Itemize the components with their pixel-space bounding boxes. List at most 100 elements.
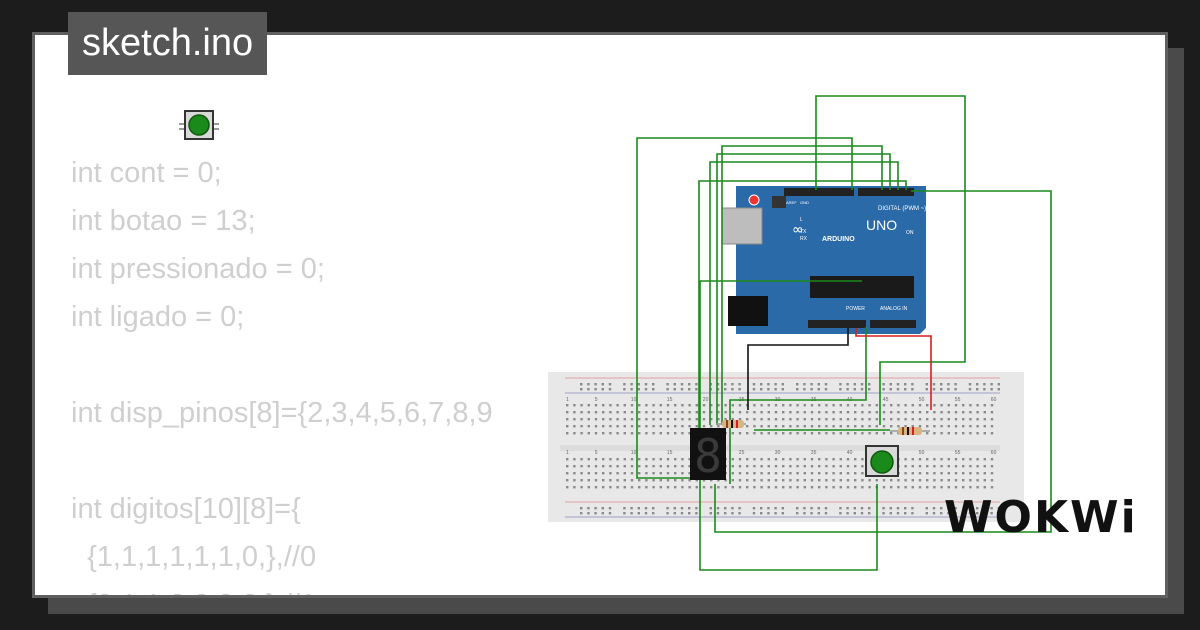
breadboard-hole xyxy=(911,465,914,468)
breadboard-hole xyxy=(983,425,986,428)
breadboard-rail-hole xyxy=(781,383,784,386)
breadboard-hole xyxy=(926,432,929,435)
breadboard-hole xyxy=(580,404,583,407)
breadboard-hole xyxy=(803,432,806,435)
breadboard-rail-hole xyxy=(767,383,770,386)
breadboard-hole xyxy=(630,472,634,475)
breadboard-hole xyxy=(962,472,965,475)
breadboard-hole xyxy=(825,432,828,435)
breadboard-rail-hole xyxy=(868,388,871,391)
breadboard-rail-hole xyxy=(760,383,763,386)
breadboard-hole xyxy=(976,404,979,407)
breadboard-rail-hole xyxy=(688,383,691,386)
breadboard-rail-hole xyxy=(652,512,655,515)
breadboard-hole xyxy=(810,472,814,475)
reset-button[interactable] xyxy=(748,194,760,206)
breadboard-hole xyxy=(983,432,986,435)
breadboard-hole xyxy=(933,479,936,482)
pushbutton[interactable] xyxy=(865,445,899,477)
breadboard-rail-hole xyxy=(731,507,734,510)
breadboard-hole xyxy=(623,486,626,489)
breadboard-hole xyxy=(861,425,864,428)
breadboard-hole xyxy=(630,432,634,435)
breadboard-hole xyxy=(623,425,626,428)
maker-label: ARDUINO xyxy=(822,236,855,243)
breadboard-hole xyxy=(810,425,814,428)
resistor-1[interactable] xyxy=(716,420,746,428)
breadboard-hole xyxy=(580,479,583,482)
breadboard-hole xyxy=(616,418,619,421)
breadboard-hole xyxy=(854,411,857,414)
resistor-2[interactable] xyxy=(890,427,930,435)
breadboard-hole xyxy=(594,418,598,421)
breadboard-rail-hole xyxy=(889,512,892,515)
breadboard-rail-hole xyxy=(724,388,727,391)
breadboard-hole xyxy=(652,404,655,407)
breadboard-rail-hole xyxy=(976,388,979,391)
breadboard-hole xyxy=(796,465,799,468)
breadboard-rail-hole xyxy=(882,383,885,386)
breadboard-hole xyxy=(746,411,749,414)
breadboard-hole xyxy=(846,472,850,475)
breadboard-hole xyxy=(587,418,590,421)
breadboard-rail-hole xyxy=(932,507,936,510)
breadboard-hole xyxy=(681,404,684,407)
breadboard-rail-hole xyxy=(644,388,648,391)
breadboard-hole xyxy=(976,418,979,421)
breadboard-hole xyxy=(990,479,994,482)
breadboard-hole xyxy=(825,479,828,482)
breadboard-hole xyxy=(695,418,698,421)
breadboard-hole xyxy=(854,486,857,489)
breadboard-hole xyxy=(645,465,648,468)
breadboard-rail-hole xyxy=(767,512,770,515)
breadboard-rail-hole xyxy=(652,388,655,391)
breadboard-hole xyxy=(724,479,727,482)
breadboard-hole xyxy=(645,486,648,489)
wire-black xyxy=(747,328,849,410)
breadboard-rail-hole xyxy=(716,383,720,386)
breadboard-hole xyxy=(609,418,612,421)
wire-green xyxy=(636,137,853,479)
arduino-uno-board[interactable]: DIGITAL (PWM ~) ∞ ARDUINO UNO TX RX L ON… xyxy=(721,186,926,334)
breadboard-hole xyxy=(947,425,950,428)
breadboard-hole xyxy=(623,472,626,475)
breadboard-hole xyxy=(810,432,814,435)
breadboard-hole xyxy=(681,472,684,475)
breadboard-hole xyxy=(652,432,655,435)
breadboard-hole xyxy=(580,486,583,489)
breadboard-hole xyxy=(630,404,634,407)
breadboard-hole xyxy=(933,418,936,421)
breadboard-hole xyxy=(868,425,871,428)
breadboard-rail-hole xyxy=(896,507,900,510)
breadboard-hole xyxy=(882,479,886,482)
breadboard-hole xyxy=(594,404,598,407)
breadboard-hole xyxy=(695,411,698,414)
breadboard-hole xyxy=(652,465,655,468)
breadboard-hole xyxy=(818,458,821,461)
breadboard-hole xyxy=(954,411,958,414)
breadboard-hole xyxy=(666,479,670,482)
breadboard-column-number: 15 xyxy=(667,450,673,456)
breadboard-hole xyxy=(911,472,914,475)
breadboard-hole xyxy=(875,432,878,435)
rx-label: RX xyxy=(800,236,808,242)
breadboard-hole xyxy=(738,479,742,482)
breadboard-hole xyxy=(904,418,907,421)
breadboard-hole xyxy=(904,465,907,468)
breadboard-hole xyxy=(940,404,943,407)
file-name-tag[interactable]: sketch.ino xyxy=(68,12,268,75)
seven-segment-display[interactable]: 8 xyxy=(690,428,726,483)
breadboard-hole xyxy=(767,432,770,435)
breadboard-hole xyxy=(890,479,893,482)
code-line: int disp_pinos[8]={2,3,4,5,6,7,8,9 xyxy=(71,397,493,429)
breadboard-hole xyxy=(652,411,655,414)
breadboard-hole xyxy=(839,465,842,468)
breadboard-hole xyxy=(580,432,583,435)
breadboard-hole xyxy=(753,465,756,468)
breadboard-hole xyxy=(717,418,720,421)
breadboard-hole xyxy=(890,411,893,414)
breadboard-hole xyxy=(832,432,835,435)
breadboard-hole xyxy=(573,418,576,421)
breadboard-hole xyxy=(868,486,871,489)
